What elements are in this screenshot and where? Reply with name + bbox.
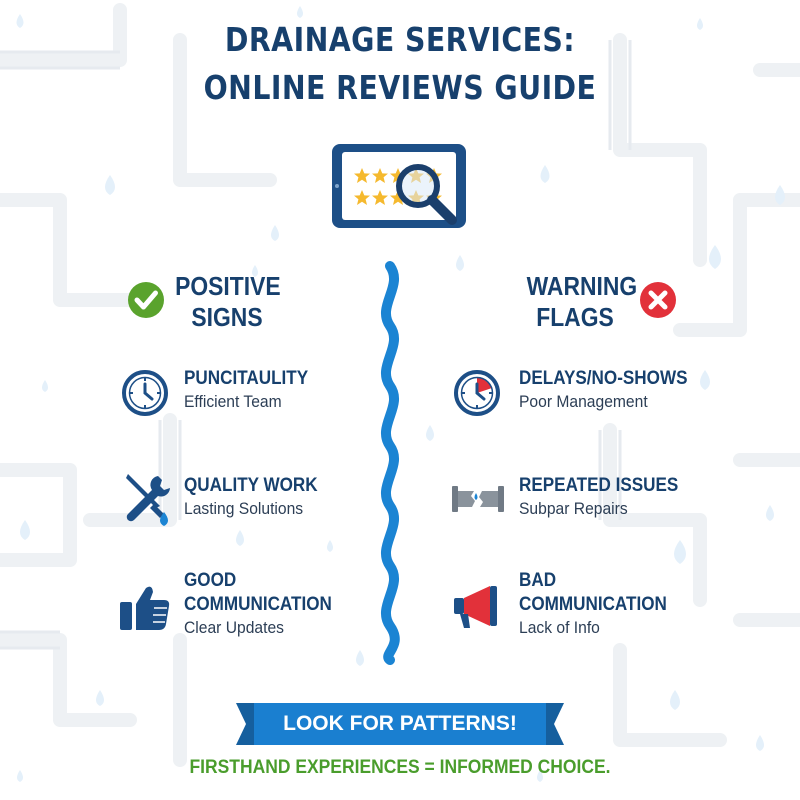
positive-item-1-subtitle: Efficient Team	[184, 392, 282, 411]
positive-item-3-title-line-1: GOOD	[184, 570, 237, 591]
x-icon	[640, 282, 676, 318]
warning-item-3-title-line-1: BAD	[519, 570, 557, 591]
positive-item-3-subtitle: Clear Updates	[184, 618, 284, 637]
check-icon	[128, 282, 164, 318]
positive-heading-line-2: SIGNS	[191, 302, 263, 332]
warning-item-2-subtitle: Subpar Repairs	[519, 499, 628, 518]
footer-tagline: FIRSTHAND EXPERIENCES = INFORMED CHOICE.	[189, 757, 611, 778]
broken-pipe-icon	[452, 486, 504, 512]
late-clock-icon	[454, 370, 500, 416]
positive-item-1-title: PUNCITAULITY	[184, 368, 309, 389]
page-title-line-2: ONLINE REVIEWS GUIDE	[203, 68, 597, 107]
wavy-divider	[380, 261, 400, 665]
warning-heading-line-1: WARNING	[526, 271, 638, 301]
warning-heading: WARNING FLAGS	[526, 271, 638, 333]
positive-item-2-title: QUALITY WORK	[184, 475, 318, 496]
warning-heading-line-2: FLAGS	[536, 302, 614, 332]
warning-item-2-title: REPEATED ISSUES	[519, 475, 679, 496]
positive-item-3-title-line-2: COMMUNICATION	[184, 594, 332, 615]
warning-item-1-title: DELAYS/NO-SHOWS	[519, 368, 688, 389]
patterns-banner: LOOK FOR PATTERNS!	[254, 703, 546, 745]
warning-item-3-title-line-2: COMMUNICATION	[519, 594, 667, 615]
banner-left-tail	[236, 703, 258, 745]
warning-item-1-subtitle: Poor Management	[519, 392, 648, 411]
wrench-screwdriver-icon	[126, 474, 170, 526]
thumbs-up-icon	[120, 586, 170, 630]
positive-heading: POSITIVE SIGNS	[175, 271, 281, 333]
positive-heading-line-1: POSITIVE	[175, 271, 281, 301]
page-title-line-1: DRAINAGE SERVICES:	[224, 20, 576, 59]
positive-item-2-subtitle: Lasting Solutions	[184, 499, 304, 518]
warning-item-3-subtitle: Lack of Info	[519, 618, 600, 637]
tablet-star-rating-magnifier-icon	[332, 144, 466, 228]
banner-right-tail	[542, 703, 564, 745]
megaphone-icon	[454, 586, 497, 628]
clock-icon	[122, 370, 168, 416]
